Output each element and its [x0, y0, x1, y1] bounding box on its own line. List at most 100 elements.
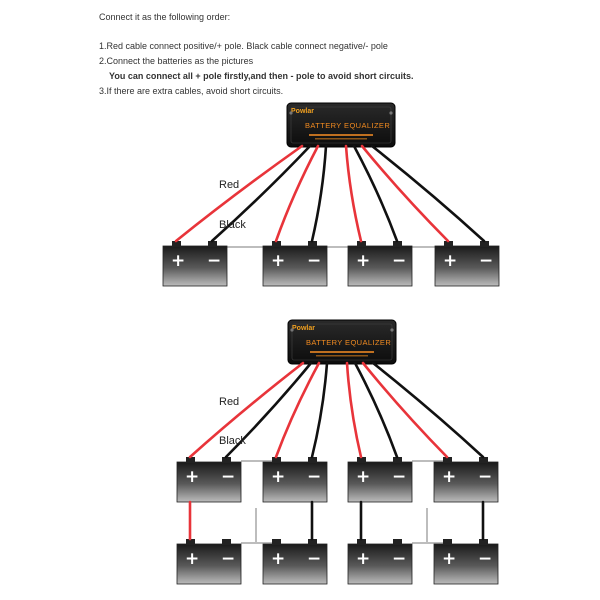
positive-terminal: [443, 539, 452, 545]
equalizer-spec-line: [310, 351, 374, 353]
red-cable-label: Red: [219, 179, 239, 191]
positive-terminal: [357, 457, 366, 463]
minus-symbol: −: [392, 549, 406, 569]
red-cable: [174, 144, 304, 243]
black-cable-label: Black: [219, 219, 246, 231]
battery-body: [347, 461, 413, 503]
equalizer-panel: [290, 106, 392, 144]
plus-symbol: +: [356, 549, 370, 569]
plus-symbol: +: [271, 251, 285, 271]
negative-terminal: [308, 241, 317, 247]
positive-terminal: [357, 539, 366, 545]
negative-terminal: [308, 457, 317, 463]
equalizer-spec-line: [315, 138, 367, 140]
minus-symbol: −: [221, 467, 235, 487]
battery-body: [347, 543, 413, 585]
minus-symbol: −: [392, 467, 406, 487]
equalizer-spec-line: [309, 134, 373, 136]
negative-terminal: [222, 457, 231, 463]
battery-body: [176, 543, 242, 585]
positive-terminal: [272, 241, 281, 247]
equalizer-title: BATTERY EQUALIZER: [305, 121, 390, 130]
battery: +−: [176, 457, 242, 503]
battery: +−: [262, 241, 328, 287]
battery: +−: [433, 457, 499, 503]
positive-terminal: [172, 241, 181, 247]
negative-terminal: [480, 241, 489, 247]
equalizer-brand: Powlar: [292, 325, 315, 332]
battery-body: [347, 245, 413, 287]
minus-symbol: −: [307, 467, 321, 487]
red-cable: [344, 144, 363, 243]
red-cable: [274, 144, 320, 243]
plus-symbol: +: [271, 549, 285, 569]
battery: +−: [262, 539, 328, 585]
battery: +−: [347, 539, 413, 585]
minus-symbol: −: [478, 549, 492, 569]
black-cable: [310, 144, 328, 243]
black-cable: [370, 144, 486, 243]
minus-symbol: −: [307, 251, 321, 271]
battery-body: [162, 245, 228, 287]
red-cable: [361, 361, 449, 459]
battery: +−: [162, 241, 228, 287]
battery-body: [434, 245, 500, 287]
step-3-text: 3.If there are extra cables, avoid short…: [99, 86, 284, 96]
battery: +−: [347, 241, 413, 287]
black-cable: [371, 361, 485, 459]
plus-symbol: +: [442, 467, 456, 487]
red-cable: [188, 361, 305, 459]
plus-symbol: +: [185, 549, 199, 569]
battery: +−: [434, 241, 500, 287]
mount-hole: [289, 111, 293, 115]
plus-symbol: +: [442, 549, 456, 569]
minus-symbol: −: [392, 251, 406, 271]
minus-symbol: −: [221, 549, 235, 569]
red-cable: [274, 361, 321, 459]
plus-symbol: +: [356, 251, 370, 271]
note-text: You can connect all + pole firstly,and t…: [109, 71, 414, 81]
minus-symbol: −: [307, 549, 321, 569]
red-cable-label: Red: [219, 396, 239, 408]
step-2-text: 2.Connect the batteries as the pictures: [99, 56, 254, 66]
step-1-text: 1.Red cable connect positive/+ pole. Bla…: [99, 41, 388, 51]
equalizer-title: BATTERY EQUALIZER: [306, 338, 391, 347]
equalizer-panel: [291, 323, 393, 361]
minus-symbol: −: [207, 251, 221, 271]
negative-terminal: [479, 457, 488, 463]
positive-terminal: [186, 539, 195, 545]
plus-symbol: +: [271, 467, 285, 487]
black-cable: [352, 144, 399, 243]
negative-terminal: [208, 241, 217, 247]
positive-terminal: [186, 457, 195, 463]
battery: +−: [347, 457, 413, 503]
instructions-block: Connect it as the following order: 1.Red…: [99, 10, 579, 99]
black-cable: [353, 361, 399, 459]
equalizer-spec-line: [316, 355, 368, 357]
black-cable: [310, 361, 329, 459]
negative-terminal: [393, 241, 402, 247]
negative-terminal: [222, 539, 231, 545]
battery-body: [262, 245, 328, 287]
plus-symbol: +: [443, 251, 457, 271]
red-cable: [360, 144, 450, 243]
negative-terminal: [308, 539, 317, 545]
negative-terminal: [393, 457, 402, 463]
battery: +−: [262, 457, 328, 503]
positive-terminal: [357, 241, 366, 247]
minus-symbol: −: [479, 251, 493, 271]
battery-body: [262, 543, 328, 585]
red-cable: [345, 361, 363, 459]
black-cable-label: Black: [219, 435, 246, 447]
positive-terminal: [272, 539, 281, 545]
mount-hole: [290, 328, 294, 332]
plus-symbol: +: [356, 467, 370, 487]
positive-terminal: [443, 457, 452, 463]
black-cable: [210, 144, 312, 243]
mount-hole: [390, 328, 394, 332]
